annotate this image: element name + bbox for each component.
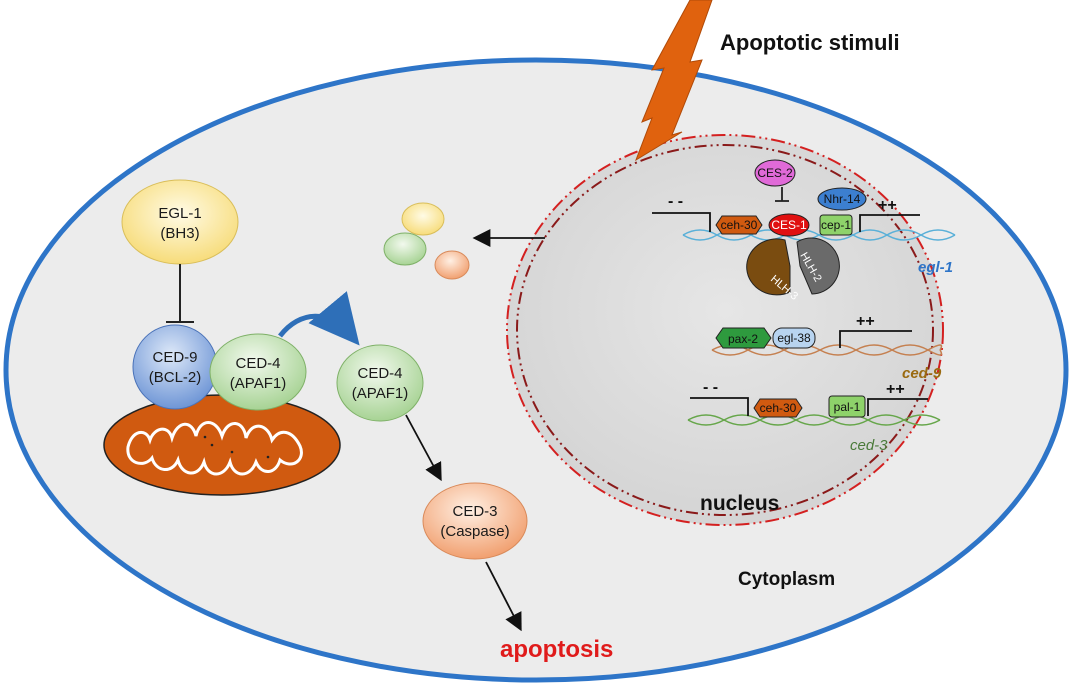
ced9-gene-locus <box>711 330 943 356</box>
svg-text:ceh-30: ceh-30 <box>760 401 797 415</box>
ces1-tf: CES-1 <box>768 213 810 237</box>
cep1-tf: cep-1 <box>819 214 853 236</box>
ced3-line2: (Caspase) <box>440 523 509 540</box>
pal1-tf: pal-1 <box>828 395 866 418</box>
egl1-protein: EGL-1 (BH3) <box>121 179 239 265</box>
release-arrow <box>278 291 360 346</box>
inhibition-ces2-ces1 <box>775 187 789 202</box>
ced9-plus: ++ <box>856 313 875 330</box>
ced4-bound-protein: CED-4 (APAF1) <box>209 333 307 411</box>
apoptotic-stimuli-title: Apoptotic stimuli <box>720 30 900 55</box>
lightning-bolt-icon <box>635 0 713 162</box>
hlh-dimer: HLH-3 HLH-2 <box>746 237 840 303</box>
egl1-plus: ++ <box>878 197 897 214</box>
svg-text:ceh-30: ceh-30 <box>721 218 758 232</box>
ced3-plus: ++ <box>886 381 905 398</box>
svg-text:egl-38: egl-38 <box>777 331 811 345</box>
svg-text:cep-1: cep-1 <box>821 218 851 232</box>
inhibition-egl1-ced9 <box>166 264 194 323</box>
arrow-ced3-to-apoptosis <box>485 561 522 632</box>
egl1-line1: EGL-1 <box>158 205 201 222</box>
egl1-minus: - - <box>668 193 683 210</box>
egl1-line2: (BH3) <box>160 225 199 242</box>
svg-text:CES-2: CES-2 <box>757 166 793 180</box>
mitochondrion <box>103 394 341 496</box>
ced3-protein: CED-3 (Caspase) <box>422 482 528 560</box>
arrow-ced4-to-ced3 <box>405 414 442 482</box>
ces2-tf: CES-2 <box>754 159 796 187</box>
ced9-line1: CED-9 <box>152 349 197 366</box>
ced9-gene-label: ced-9 <box>902 365 942 382</box>
ced9-line2: (BCL-2) <box>149 369 202 386</box>
pax2-tf: pax-2 <box>715 327 772 349</box>
apoptosis-label: apoptosis <box>500 636 613 663</box>
ced4-bound-line2: (APAF1) <box>230 375 286 392</box>
egl38-tf: egl-38 <box>772 327 816 349</box>
egl1-gene-label: egl-1 <box>918 259 953 276</box>
ced3-minus: - - <box>703 379 718 396</box>
svg-text:pax-2: pax-2 <box>728 332 758 346</box>
ced4-bound-line1: CED-4 <box>235 355 280 372</box>
cytoplasm-label: Cytoplasm <box>738 569 835 590</box>
nucleus-label: nucleus <box>700 492 779 515</box>
nhr14-tf: Nhr-14 <box>817 187 867 211</box>
svg-text:pal-1: pal-1 <box>834 400 861 414</box>
ced3-line1: CED-3 <box>452 503 497 520</box>
ced4-free-protein: CED-4 (APAF1) <box>336 344 424 422</box>
ced4-free-line1: CED-4 <box>357 365 402 382</box>
ced9-protein: CED-9 (BCL-2) <box>132 324 218 410</box>
svg-text:CES-1: CES-1 <box>771 218 807 232</box>
ced4-free-line2: (APAF1) <box>352 385 408 402</box>
svg-text:Nhr-14: Nhr-14 <box>824 192 861 206</box>
ced3-gene-label: ced-3 <box>850 437 888 454</box>
translated-proteins <box>383 202 470 280</box>
ceh30-tf-ced3: ceh-30 <box>753 398 803 418</box>
ceh30-tf-egl1: ceh-30 <box>715 215 763 235</box>
ced3-gene-locus <box>687 397 941 426</box>
